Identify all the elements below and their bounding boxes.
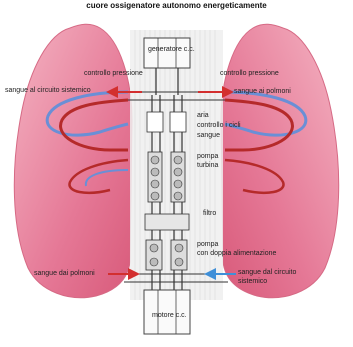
generatore-box [144,38,190,68]
label-sangue: sangue [197,132,220,139]
control-cicli-box-right [170,112,186,132]
diagram-title: cuore ossigenatore autonomo energeticame… [0,1,353,10]
turbine-pump-right [171,152,185,202]
control-cicli-box-left [147,112,163,132]
label-controllo-pressione-left: controllo pressione [84,70,143,77]
label-controllo-cicli: controllo i cicli [197,122,241,129]
label-sangue-dai-polmoni: sangue dai polmoni [34,270,95,277]
label-filtro: filtro [203,210,216,217]
label-controllo-pressione-right: controllo pressione [220,70,279,77]
label-sangue-circuito-sistemico-top: sangue al circuito sistemico [5,87,91,94]
label-aria: aria [197,112,209,119]
label-sangue-dal-circuito-sistemico: sangue dal circuito sistemico [238,268,296,286]
turbine-pump-left [148,152,162,202]
label-sangue-ai-polmoni-top: sangue ai polmoni [234,88,291,95]
filtro-box [145,214,189,230]
label-pompa-turbina: pompa turbina [197,152,218,170]
label-pompa-doppia: pompa con doppia alimentazione [197,240,276,258]
label-motore: motore c.c. [152,312,187,319]
label-generatore: generatore c.c. [148,46,195,53]
